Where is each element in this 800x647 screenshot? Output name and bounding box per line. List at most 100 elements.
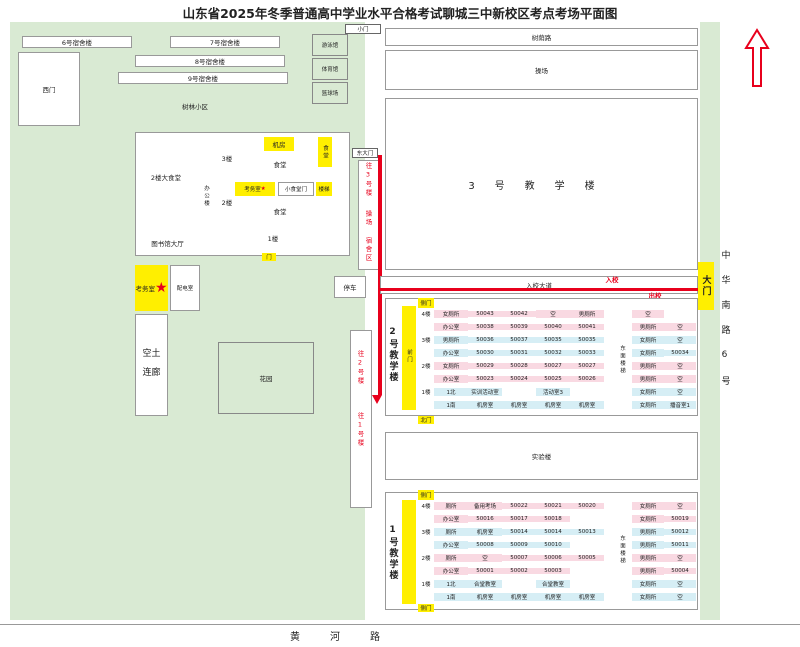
building-1-cell: 女厕所 [632,501,664,510]
b1-side-gate[interactable]: 侧门 [418,490,434,500]
building-2-cell: 50034 [664,349,696,356]
east-gate: 东大门 [352,148,378,158]
lab-building: 实验楼 [385,432,698,480]
building-2-cell: 4楼 [421,311,431,318]
exam-office: 考务室★ [235,182,275,196]
b2-stairs: 东面楼梯 [619,345,625,375]
canteen-3f: 食堂 [273,161,287,169]
building-2-cell: 女厕所 [434,309,468,318]
building-1-cell: 4楼 [421,503,431,510]
building-1-cell: 50022 [502,502,536,509]
b1-bar [402,500,416,604]
b2-side-gate[interactable]: 侧门 [418,298,434,308]
b2-bar [402,306,416,410]
building-1-cell: 机房室 [468,592,502,601]
building-1-cell: 50005 [570,554,604,561]
building-2 [385,298,698,416]
building-1-cell: 50019 [664,515,696,522]
building-2-cell: 空 [664,361,696,370]
building-2-cell: 50029 [468,362,502,369]
stairs: 楼梯 [316,182,332,196]
to-building3: 往3号楼 [364,162,372,198]
b2-front[interactable]: 前门 [406,348,412,364]
building-1-cell: 50017 [502,515,536,522]
exam-office-left: 考务室★ [135,265,168,311]
building-1-cell: 空 [664,592,696,601]
building-2-cell: 空 [536,309,570,318]
building-2-row-right: 男厕所空 [632,321,696,332]
garden: 花园 [218,342,314,414]
building-1-cell: 50011 [664,541,696,548]
route-line-north [378,155,382,395]
b2-north-gate[interactable]: 北门 [418,416,434,424]
building-1-cell: 1南 [434,592,468,601]
route-arrow-icon [372,390,382,404]
building-2-cell: 女厕所 [632,400,664,409]
canteen-side: 食堂 [318,137,332,167]
to-building2: 往2号楼 [356,349,364,386]
west-gate: 西门 [18,52,80,126]
building-2-cell: 1北 [434,387,468,396]
building-2-cell: 活动室3 [536,387,570,396]
office-building: 办公楼 [203,184,209,208]
building-1-cell: 空 [664,501,696,510]
building-2-row-right: 空 [632,308,664,319]
building-2-cell: 办公室 [434,322,468,331]
corridor-label: 空土 [142,348,161,359]
building-1-cell: 备用考场 [468,501,502,510]
entry-line [380,288,700,291]
building-1-cell: 50004 [664,567,696,574]
building-2-cell: 女厕所 [632,348,664,357]
to-building1: 往1号楼 [356,412,364,448]
building-1-cell: 1楼 [421,581,431,588]
huanghe-road: 黄河路 [290,631,410,643]
building-2-cell: 女厕所 [434,361,468,370]
building-2-cell: 女厕所 [632,335,664,344]
building-1-cell: 1北 [434,579,468,588]
building-2-row-right: 女厕所空 [632,334,696,345]
parking: 停车 [334,276,366,298]
building-2-cell: 50028 [502,362,536,369]
building-1-cell: 厕所 [434,501,468,510]
building-2-cell: 空 [664,374,696,383]
building-2-cell: 男厕所 [632,361,664,370]
building-1-cell: 机房室 [468,527,502,536]
building-1-cell: 50010 [536,541,570,548]
building-2-row-right: 女厕所空 [632,386,696,397]
building-1-cell: 50012 [664,528,696,535]
building-2-cell: 空 [664,322,696,331]
building-2-cell: 男厕所 [632,322,664,331]
building-1-cell: 合堂教室 [536,579,570,588]
playground: 操场 [385,50,698,90]
building-2-cell: 50035 [570,336,604,343]
building-2-row-right: 男厕所空 [632,360,696,371]
office-block [135,132,350,256]
building-1-cell: 50001 [468,567,502,574]
route-strip-south [350,330,372,508]
plaza: 树林小区 [182,103,208,111]
building-2-cell: 50027 [536,362,570,369]
building-2-cell: 空 [632,309,664,318]
building-2-cell: 50031 [502,349,536,356]
building-1-cell: 50003 [536,567,570,574]
building-1-cell: 男厕所 [632,553,664,562]
building-1-cell: 空 [664,553,696,562]
entry-label: 入校 [605,276,619,284]
building-2-cell: 3楼 [421,337,431,344]
building-1-cell: 50009 [502,541,536,548]
building-1-cell: 50006 [536,554,570,561]
small-gate: 小门 [345,24,381,34]
building-1-cell: 办公室 [434,514,468,523]
b1-side-gate-bottom[interactable]: 侧门 [418,604,434,612]
building-1-label: 1号教学楼 [387,525,398,581]
building-1-cell: 机房室 [502,592,536,601]
dorm-9: 9号宿舍楼 [118,72,288,84]
main-gate[interactable]: 大门 [698,262,714,310]
building-1-row-right: 女厕所空 [632,591,696,602]
building-1-cell: 女厕所 [632,579,664,588]
floor2: 2楼 [221,199,233,207]
